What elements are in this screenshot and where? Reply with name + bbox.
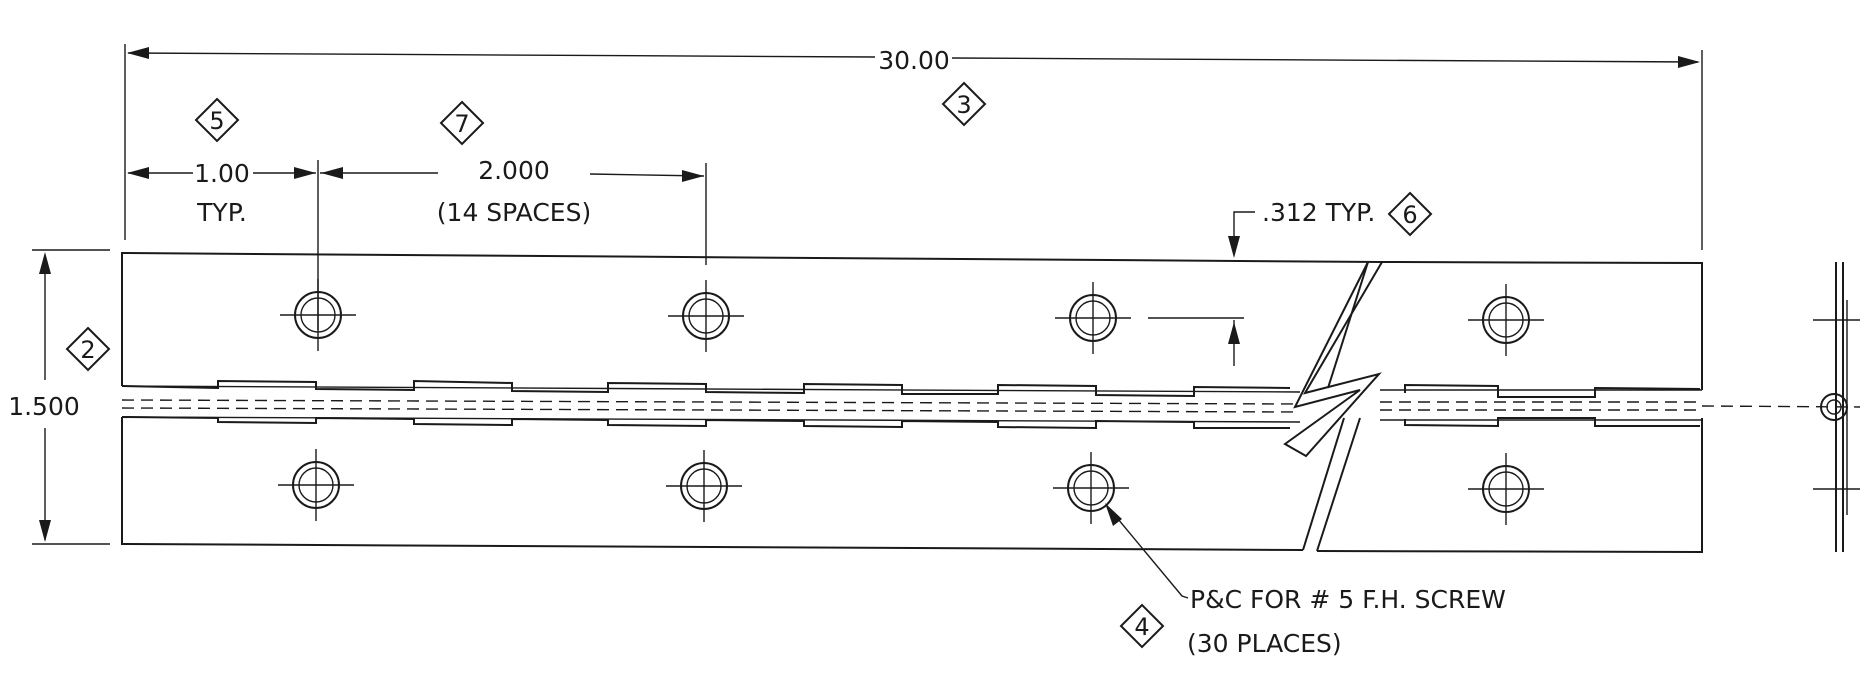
end-spacing-note: TYP.: [196, 198, 247, 227]
svg-text:2: 2: [80, 336, 95, 364]
overall-length-dimension: 30.00: [124, 44, 1703, 250]
pitch-note: (14 SPACES): [437, 198, 591, 227]
flag-3: 3: [941, 81, 987, 127]
side-view: [1813, 262, 1860, 552]
screw-hole: [668, 280, 744, 352]
screw-hole: [666, 450, 742, 522]
knuckle-offset-label: .312 TYP.: [1262, 198, 1375, 227]
screw-holes-top: [280, 279, 1544, 356]
screw-hole: [278, 449, 354, 521]
knuckle-strip: [121, 379, 1861, 430]
svg-text:6: 6: [1402, 201, 1417, 229]
svg-text:5: 5: [209, 107, 224, 135]
callout-line1: P&C FOR # 5 F.H. SCREW: [1190, 585, 1506, 614]
width-dimension: 1.500: [8, 249, 110, 545]
hinge-right-section: [1316, 261, 1703, 554]
pitch-dimension: 2.000 (14 SPACES): [320, 156, 707, 265]
screw-hole: [1053, 452, 1129, 524]
knuckle-offset-dimension: .312 TYP.: [1148, 198, 1375, 366]
callout-line2: (30 PLACES): [1187, 629, 1342, 658]
screw-hole: [1055, 282, 1131, 354]
hinge-left-section: [121, 251, 1383, 551]
width-label: 1.500: [8, 392, 80, 421]
svg-text:7: 7: [454, 110, 469, 138]
screw-holes-bottom: [278, 449, 1544, 525]
flag-2: 2: [65, 326, 111, 372]
overall-length-label: 30.00: [878, 46, 950, 75]
svg-text:3: 3: [956, 91, 971, 119]
svg-text:4: 4: [1134, 613, 1149, 641]
end-spacing-label: 1.00: [194, 159, 250, 188]
end-spacing-dimension: 1.00 TYP.: [127, 159, 319, 330]
flag-5: 5: [194, 97, 240, 143]
flag-7: 7: [439, 100, 485, 146]
screw-hole: [1468, 453, 1544, 525]
flag-6: 6: [1387, 191, 1433, 237]
pitch-label: 2.000: [478, 156, 550, 185]
screw-callout: P&C FOR # 5 F.H. SCREW (30 PLACES): [1105, 503, 1506, 658]
flag-4: 4: [1119, 603, 1165, 649]
screw-hole: [1468, 284, 1544, 356]
screw-hole: [280, 279, 356, 351]
